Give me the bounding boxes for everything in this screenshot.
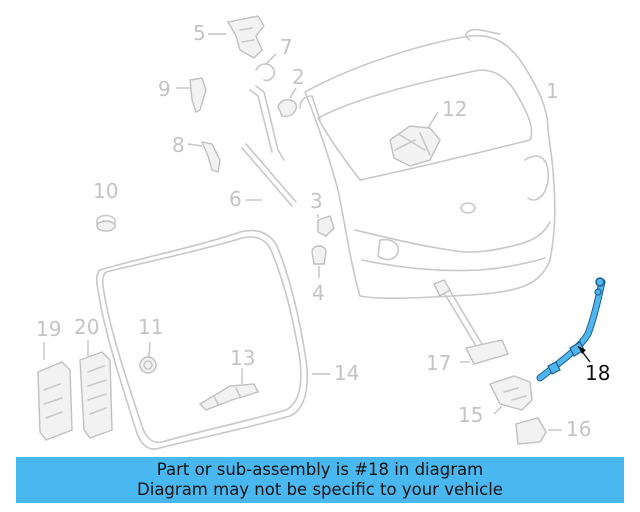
weatherstrip-14: [95, 229, 330, 450]
clip-3: [317, 214, 335, 237]
callout-12: 12: [442, 97, 467, 121]
bumper-2: [277, 87, 297, 118]
switch-17: [433, 279, 509, 365]
hinge-5: [208, 15, 265, 59]
callout-2: 2: [292, 65, 305, 89]
plug-10: [96, 214, 116, 232]
callout-17: 17: [426, 351, 451, 375]
callout-16: 16: [566, 417, 591, 441]
handle-13: [198, 368, 259, 411]
callout-9: 9: [158, 77, 171, 101]
callout-3: 3: [310, 189, 323, 213]
cover-20: [79, 340, 113, 439]
callout-10: 10: [93, 179, 118, 203]
liftgate-shell: [299, 28, 556, 300]
callout-13: 13: [230, 346, 255, 370]
plug-11: [139, 341, 157, 374]
callout-14: 14: [334, 361, 359, 385]
callout-7: 7: [280, 35, 293, 59]
banner-line-disclaimer: Diagram may not be specific to your vehi…: [137, 480, 503, 499]
callout-4: 4: [312, 281, 325, 305]
callout-6: 6: [229, 187, 242, 211]
info-banner: Part or sub-assembly is #18 in diagram D…: [16, 457, 624, 503]
callout-1: 1: [546, 79, 559, 103]
callout-15: 15: [458, 403, 483, 427]
banner-line-part: Part or sub-assembly is #18 in diagram: [156, 460, 484, 479]
actuator-15: [489, 375, 533, 415]
bracket-8: [187, 141, 221, 173]
callout-18: 18: [585, 361, 610, 385]
release-cable-18: [536, 277, 606, 382]
gas-strut-6: [241, 85, 297, 207]
bracket-9: [176, 77, 207, 113]
callout-8: 8: [172, 133, 185, 157]
stop-4: [311, 245, 327, 278]
wiper-motor-12: [389, 111, 441, 167]
strut-clip-7: [255, 53, 277, 82]
panel-19: [37, 342, 73, 441]
striker-16: [515, 417, 562, 445]
callout-11: 11: [138, 315, 163, 339]
callout-19: 19: [36, 317, 61, 341]
callout-5: 5: [193, 21, 206, 45]
callout-20: 20: [74, 315, 99, 339]
